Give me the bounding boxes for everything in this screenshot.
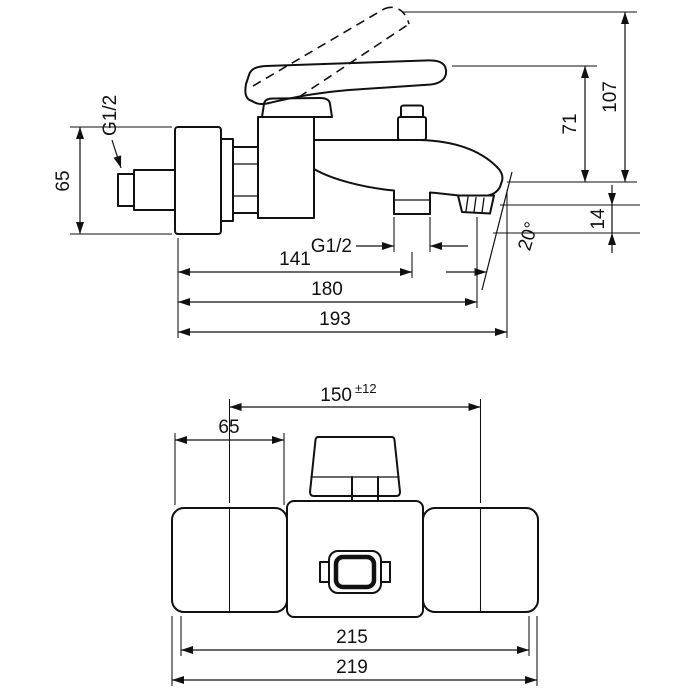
dim-label-180: 180: [311, 279, 343, 300]
side-view: [117, 6, 504, 235]
ext-line: [493, 204, 640, 234]
dim-label-14: 14: [588, 208, 609, 230]
ext-line: [228, 399, 482, 503]
dim-label-150: 150: [320, 385, 352, 406]
front-view: [171, 436, 539, 618]
dim-label-193: 193: [319, 309, 351, 330]
hex-nut-facets: [232, 163, 259, 197]
lever-handle: [244, 59, 448, 106]
dim-label-150-tolerance: ±12: [355, 381, 377, 396]
escutcheon-side: [174, 126, 222, 235]
mixer-body-front: [286, 500, 424, 618]
hex-nut: [232, 146, 259, 214]
dim-label-65: 65: [53, 170, 74, 191]
front-view-dimensions: 150 ±12 65 215 219: [171, 381, 538, 686]
ext-line: [70, 126, 172, 235]
diverter-stem: [400, 104, 424, 118]
side-view-dimensions: G1/2 65 71 107 14 20° G1/2 141: [53, 11, 640, 338]
ext-line: [171, 616, 538, 686]
ext-line: [393, 217, 431, 252]
aerator-grooves: [465, 196, 485, 214]
spacer-plate: [220, 138, 234, 222]
dim-label-215: 215: [336, 627, 368, 648]
mixer-body-side: [257, 116, 315, 219]
dim-label-wall-thread: G1/2: [100, 95, 121, 136]
wall-thread-leader: [111, 139, 122, 169]
dim-label-20deg: 20°: [514, 220, 542, 254]
diverter-front-ring: [333, 554, 377, 590]
dim-label-65-front: 65: [218, 417, 239, 438]
handle-front: [309, 436, 401, 497]
spout: [313, 139, 504, 215]
dim-label-219: 219: [336, 657, 368, 678]
diverter-tab-left: [319, 561, 330, 583]
dim-label-71: 71: [560, 113, 581, 134]
diverter-cap: [397, 116, 427, 141]
wall-thread-stub: [133, 169, 176, 211]
diverter-tab-right: [380, 561, 391, 583]
handle-base: [261, 97, 333, 118]
dim-label-107: 107: [600, 81, 621, 113]
handle-raised-tip: [383, 6, 410, 25]
ext-line: [174, 433, 285, 505]
handle-neck: [351, 476, 379, 502]
aerator: [457, 194, 495, 215]
handle-raised-outline: [252, 8, 385, 87]
handle-raised-outline: [298, 23, 410, 98]
dim-label-141: 141: [279, 249, 311, 270]
wall-thread-end: [117, 173, 135, 207]
dim-label-outlet-thread: G1/2: [311, 236, 352, 257]
